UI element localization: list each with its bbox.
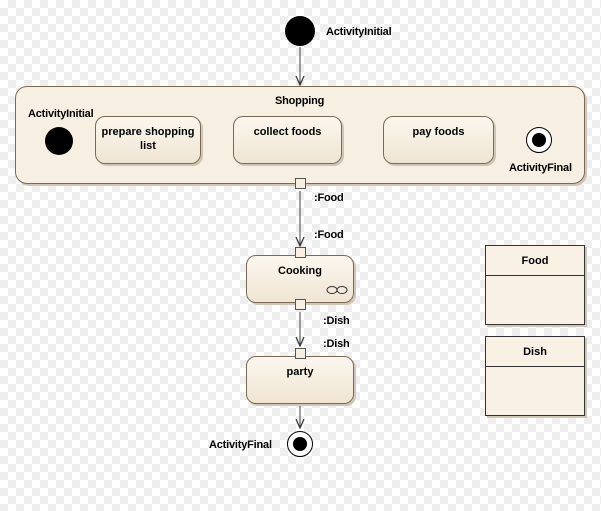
class-food[interactable]: Food (485, 245, 585, 325)
cooking-label: Cooking (278, 265, 322, 277)
shopping-output-pin-label: :Food (314, 192, 344, 204)
loop-infinity-icon (326, 283, 348, 295)
cooking-input-pin[interactable] (295, 247, 306, 258)
top-initial-node[interactable] (285, 16, 315, 46)
party-label: party (286, 366, 314, 378)
party-input-pin-label: :Dish (323, 338, 350, 350)
shopping-final-node[interactable] (526, 127, 552, 153)
class-dish[interactable]: Dish (485, 336, 585, 416)
party-action[interactable]: party (246, 356, 354, 404)
collect-foods-label: collect foods (253, 126, 322, 138)
shopping-initial-node[interactable] (45, 127, 73, 155)
cooking-input-pin-label: :Food (314, 229, 344, 241)
pay-foods-label: pay foods (412, 126, 465, 138)
shopping-output-pin[interactable] (295, 178, 306, 189)
shopping-initial-label: ActivityInitial (28, 108, 94, 120)
shopping-title: Shopping (275, 95, 325, 107)
class-dish-name: Dish (486, 337, 584, 367)
pay-foods-action[interactable]: pay foods (383, 116, 494, 164)
party-input-pin[interactable] (295, 348, 306, 359)
cooking-output-pin[interactable] (295, 299, 306, 310)
shopping-final-label: ActivityFinal (509, 162, 572, 174)
collect-foods-action[interactable]: collect foods (233, 116, 342, 164)
prepare-shopping-list-action[interactable]: prepare shopping list (95, 116, 201, 164)
prepare-shopping-list-label: prepare shopping list (101, 126, 195, 152)
bottom-final-label: ActivityFinal (209, 439, 272, 451)
bottom-final-node[interactable] (287, 431, 313, 457)
top-initial-label: ActivityInitial (326, 26, 392, 38)
cooking-output-pin-label: :Dish (323, 315, 350, 327)
class-food-name: Food (486, 246, 584, 276)
